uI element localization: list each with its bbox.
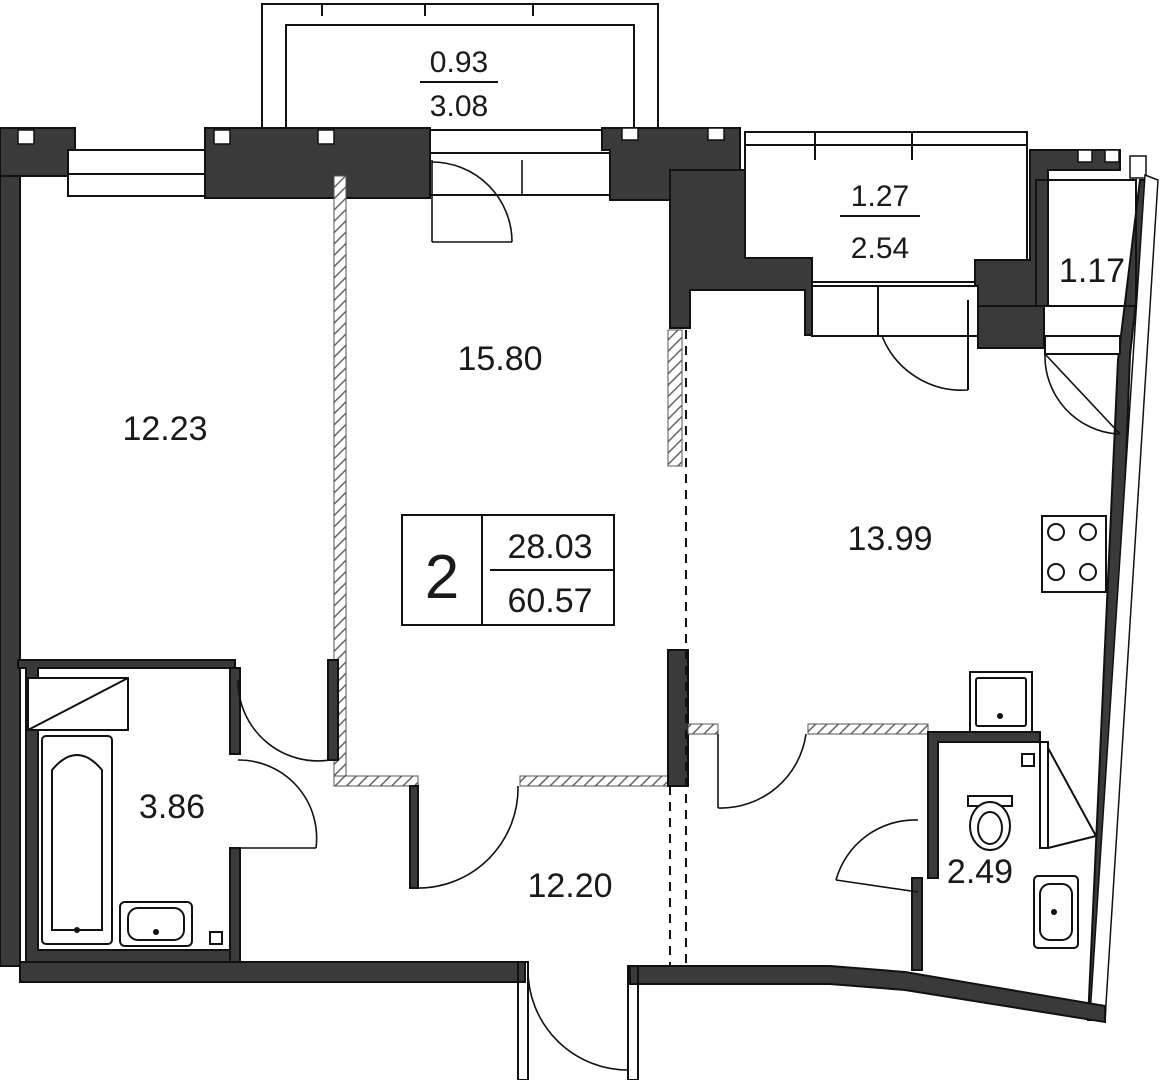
loggia [744,131,1028,283]
loggia-full: 2.54 [851,232,909,265]
room-living-area: 15.80 [457,340,542,378]
interior-partitions [17,175,1049,971]
fixtures [27,515,1107,949]
loggia-door-glazing [811,179,1137,390]
living-area: 28.03 [507,528,592,566]
room-toilet-area: 2.49 [947,853,1013,891]
exterior-walls [0,127,1159,1080]
rooms-count: 2 [425,543,459,612]
room-bedroom-area: 12.23 [122,410,207,448]
top-balcony-label: 0.93 3.08 [420,46,498,123]
doors [237,160,1121,1071]
room-hallway-area: 12.20 [527,867,612,905]
room-kitchen-area: 13.99 [847,520,932,558]
total-area: 60.57 [507,582,592,620]
top-balcony-full: 3.08 [430,90,488,123]
room-bathroom-area: 3.86 [139,788,205,826]
loggia-label: 1.27 2.54 [840,180,920,265]
top-balcony [261,3,659,131]
top-balcony-area: 0.93 [430,46,488,79]
room-storage-area: 1.17 [1059,252,1125,290]
loggia-area: 1.27 [851,180,909,213]
apartment-summary: 2 28.03 60.57 [401,514,615,626]
